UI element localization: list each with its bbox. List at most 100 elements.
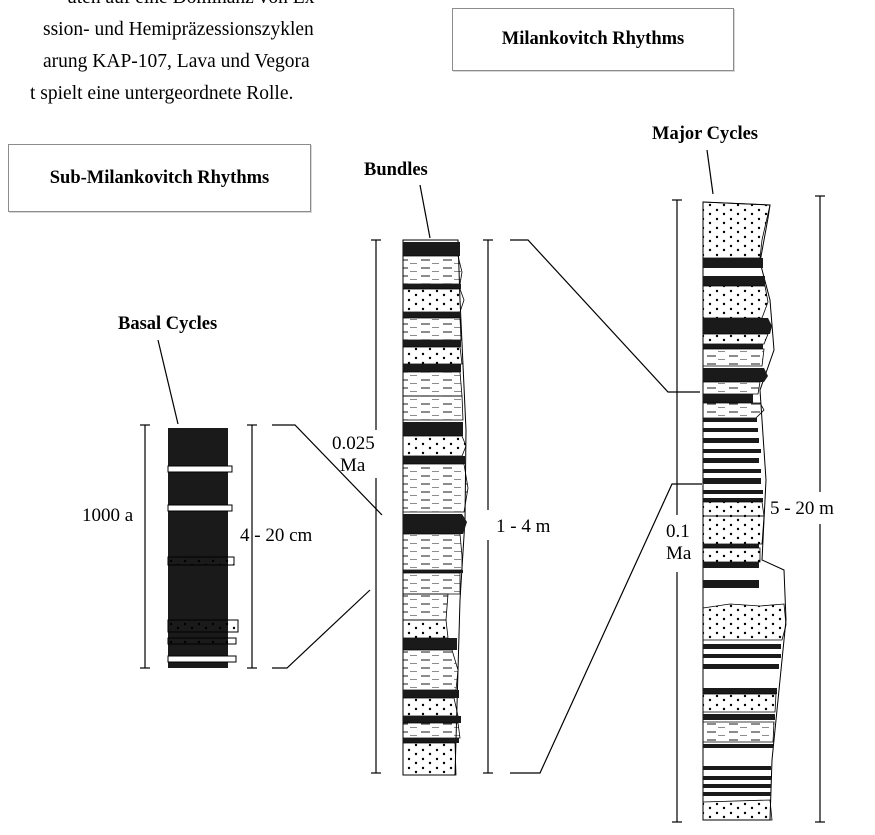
major-coal-bed [703, 368, 768, 382]
bundles-time-unit-label: Ma [340, 455, 366, 476]
major-coal-bed [703, 766, 771, 770]
major-coal-bed [703, 580, 759, 588]
major-sand-bed [702, 693, 777, 713]
bundles-silt-bed [402, 395, 464, 421]
bundles-coal-bed [403, 284, 461, 289]
major-coal-bed [703, 714, 775, 720]
basal-time-label: 1000 a [82, 505, 134, 526]
bundles-time-scale [371, 239, 381, 774]
intro-paragraph: uten auf eine Dominanz von Ex- ssion- un… [0, 0, 380, 130]
basal-thickness-label: 4 - 20 cm [240, 525, 313, 546]
major-coal-bed [703, 449, 761, 453]
intro-line-3: arung KAP-107, Lava und Vegora [43, 51, 310, 72]
bundles-sand-bed [402, 346, 463, 365]
basal-to-bundles-connectors [272, 424, 383, 669]
bundles-column [402, 239, 469, 776]
basal-leader-line [157, 339, 179, 425]
major-coal-bed [703, 428, 758, 432]
major-coal-bed [703, 478, 761, 484]
major-coal-bed [703, 258, 763, 268]
bundles-silt-bed [402, 593, 449, 621]
lower-connector [272, 589, 371, 669]
bundles-coal-bed [403, 312, 461, 318]
major-sand-bed [702, 348, 765, 367]
bundles-coal-bed [403, 570, 463, 573]
bundles-coal-bed [403, 340, 461, 347]
bundles-sand-bed [402, 619, 449, 639]
bundles-coal-bed [403, 638, 457, 650]
major-coal-bed [703, 469, 761, 473]
lower-connector [510, 483, 702, 774]
major-cycles-column [702, 201, 787, 821]
bundles-coal-bed [403, 364, 461, 372]
major-coal-bed [703, 394, 753, 403]
major-time-unit-label: Ma [666, 543, 692, 564]
major-coal-bed [703, 784, 771, 788]
major-cycles-label: Major Cycles [652, 124, 758, 144]
basal-sand-band [167, 556, 235, 566]
basal-thickness-scale [247, 424, 257, 669]
major-sand-bed [702, 721, 775, 743]
bundles-coal-bed [403, 738, 459, 743]
major-sand-bed [702, 515, 765, 545]
major-sand-bed [702, 547, 761, 563]
major-coal-bed [703, 744, 773, 748]
bundles-coal-bed [403, 690, 459, 698]
intro-line-4: t spielt eine untergeordnete Rolle. [30, 83, 294, 104]
sub-milankovitch-rhythms-box: Sub-Milankovitch Rhythms [8, 144, 311, 212]
major-sand-bed [702, 603, 787, 641]
basal-silt-band [167, 504, 233, 512]
bundles-silt-bed [402, 371, 463, 397]
bundles-leader-line [419, 184, 431, 239]
basal-cycles-column [167, 428, 239, 668]
major-coal-bed [703, 276, 765, 286]
major-silt-bed [702, 402, 765, 419]
major-coal-bed [703, 654, 781, 658]
major-silt-bed [702, 381, 761, 395]
intro-line-1: uten auf eine Dominanz von Ex- [67, 0, 321, 10]
major-coal-bed [703, 664, 779, 669]
major-coal-bed [703, 418, 757, 422]
major-sand-bed [702, 501, 765, 517]
basal-sand-band [167, 637, 237, 645]
bundles-sand-bed [402, 288, 465, 313]
major-sand-bed [702, 201, 771, 259]
major-sand-bed [702, 285, 769, 319]
major-coal-bed [703, 562, 759, 568]
major-coal-bed [703, 458, 759, 463]
major-coal-bed [703, 644, 781, 649]
major-coal-bed [703, 318, 772, 334]
milankovitch-rhythms-box: Milankovitch Rhythms [452, 8, 734, 71]
upper-connector [272, 424, 383, 516]
label-leader-lines [157, 149, 714, 425]
milankovitch-rhythms-label: Milankovitch Rhythms [501, 29, 685, 49]
bundles-coal-bed [403, 716, 461, 723]
bundles-silt-bed [402, 649, 459, 691]
bundles-coal-bed [403, 422, 463, 436]
bundles-thickness-label: 1 - 4 m [496, 516, 551, 537]
basal-time-scale [140, 424, 150, 669]
bundles-thickness-scale [483, 239, 493, 774]
bundles-sand-bed [402, 742, 457, 776]
bundles-silt-bed [402, 317, 462, 341]
major-coal-bed [703, 344, 763, 349]
bundles-silt-bed [402, 572, 461, 595]
major-coal-bed [703, 776, 771, 780]
bundles-to-major-connectors [510, 239, 702, 774]
bundles-label: Bundles [364, 160, 428, 180]
upper-connector [510, 239, 700, 393]
bundles-coal-bed [403, 242, 460, 256]
major-sand-bed [702, 333, 769, 345]
bundles-silt-bed [402, 722, 461, 739]
bundles-coal-bed [403, 456, 465, 464]
bundles-silt-bed [402, 533, 463, 571]
bundles-time-value-label: 0.025 [332, 433, 375, 454]
major-coal-bed [703, 490, 763, 494]
bundles-coal-bed [403, 514, 467, 534]
bundles-silt-bed [402, 255, 463, 285]
major-time-value-label: 0.1 [666, 521, 690, 542]
basal-silt-band [167, 465, 233, 473]
major-coal-bed [703, 688, 777, 694]
basal-silt-band [167, 655, 237, 663]
